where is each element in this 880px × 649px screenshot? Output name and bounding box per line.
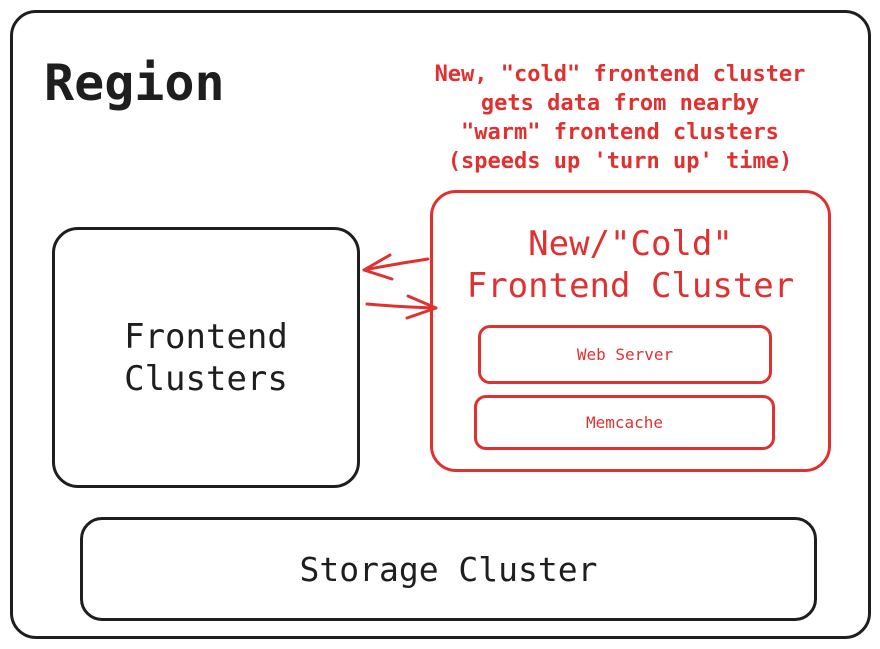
annotation-line: "warm" frontend clusters [461,120,779,145]
cold-title-line: Frontend Cluster [466,266,795,306]
frontend-clusters-label-line: Frontend [124,316,288,357]
annotation-line: New, "cold" frontend cluster [434,62,806,87]
web-server-label: Web Server [576,345,674,364]
cold-cluster-annotation: New, "cold" frontend cluster gets data f… [410,60,830,176]
region-title: Region [44,54,225,112]
annotation-line: gets data from nearby [480,91,760,116]
cold-frontend-cluster-title: New/"Cold" Frontend Cluster [433,223,828,307]
frontend-clusters-box: Frontend Clusters [52,227,360,488]
frontend-clusters-label-line: Clusters [124,358,288,399]
cold-title-line: New/"Cold" [528,224,733,264]
frontend-clusters-label: Frontend Clusters [124,316,288,400]
storage-cluster-label: Storage Cluster [299,549,598,589]
web-server-box: Web Server [478,325,772,384]
cold-frontend-cluster-box: New/"Cold" Frontend Cluster [430,190,831,472]
memcache-box: Memcache [474,395,775,450]
annotation-line: (speeds up 'turn up' time) [447,149,793,174]
storage-cluster-box: Storage Cluster [80,517,817,621]
memcache-label: Memcache [585,413,664,432]
